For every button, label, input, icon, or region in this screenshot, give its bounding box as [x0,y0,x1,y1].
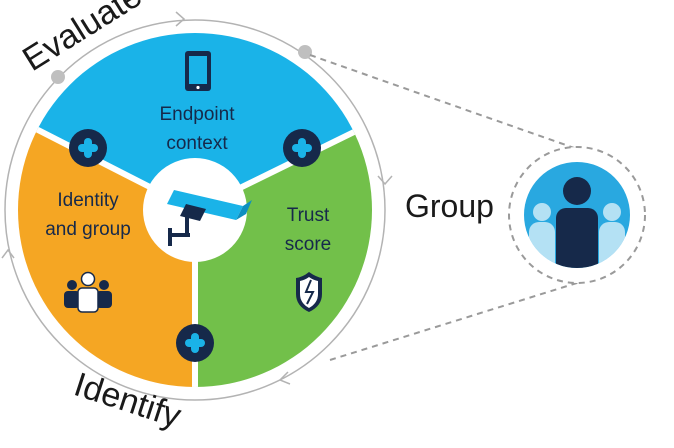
identity-label-line1: Identity [57,190,119,211]
ring-node-evaluate [51,70,65,84]
identity-label-line2: and group [45,219,131,240]
group-label: Group [405,188,494,224]
ring-node-group [298,45,312,59]
segment-identity [18,80,195,387]
endpoint-label-line1: Endpoint [159,104,235,125]
trust-label-line2: score [285,234,331,255]
plus-circle-icon-bottom [176,324,214,362]
dashed-line-top [309,54,581,151]
trust-label-line1: Trust [287,205,330,226]
smartphone-icon [185,51,211,91]
shield-crack-icon [296,272,322,312]
dashed-line-bottom [329,281,581,361]
security-camera-icon [167,190,252,246]
ring-arrow-top [175,11,186,27]
endpoint-label-line2: context [166,133,228,154]
ring-arrow-left [1,248,15,259]
segment-trust [195,80,372,387]
plus-circle-icon-left [69,129,107,167]
outer-ring [4,19,386,401]
ring-arrow-bottom [278,371,291,385]
people-group-icon [64,271,112,313]
ring-arrow-right [377,175,393,186]
plus-circle-icon-right [283,129,321,167]
